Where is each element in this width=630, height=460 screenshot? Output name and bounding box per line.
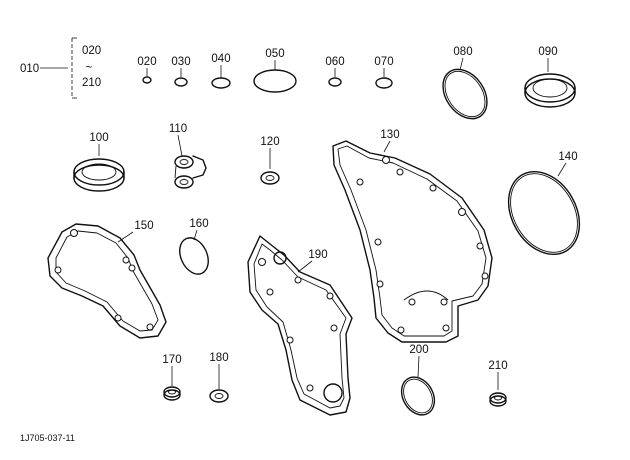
part-050-large-o-ring: 050 [253,48,297,93]
callout-190: 190 [308,249,327,261]
callout-200: 200 [409,344,428,356]
part-090-oil-seal: 090 [524,46,576,108]
callout-210: 210 [488,360,507,372]
callout-060: 060 [325,56,344,68]
callout-050: 050 [265,48,284,60]
part-150-water-pump-gasket: 150 [47,220,167,339]
callout-180: 180 [209,352,228,364]
part-140-large-o-ring: 140 [507,151,581,256]
callout-range-end: 210 [82,77,101,89]
callout-010-kit-range: 010 020 ~ 210 [20,37,101,99]
part-200-o-ring: 200 [400,344,436,416]
callout-070: 070 [374,56,393,68]
part-110-seal-washers: 110 [169,123,207,189]
callout-150: 150 [134,220,153,232]
callout-090: 090 [538,46,557,58]
part-020-small-o-ring: 020 [137,56,157,84]
part-130-gear-case-gasket: 130 [332,129,493,343]
callout-140: 140 [558,151,577,163]
part-180-washer: 180 [209,352,229,403]
callout-040: 040 [211,53,230,65]
part-210-seal-washer: 210 [488,360,508,407]
part-060-o-ring: 060 [325,56,345,87]
callout-160: 160 [189,218,208,230]
callout-030: 030 [171,56,190,68]
part-120-washer: 120 [260,136,280,185]
callout-010: 010 [20,63,39,75]
part-030-o-ring: 030 [171,56,191,87]
part-170-seal-washer: 170 [162,354,182,401]
callout-110: 110 [169,123,187,135]
part-190-cover-gasket: 190 [247,235,353,416]
callout-020: 020 [137,56,156,68]
part-100-oil-seal: 100 [73,132,125,192]
callout-range-tilde: ~ [86,62,93,74]
callout-120: 120 [260,136,279,148]
part-040-o-ring: 040 [211,53,231,89]
part-070-o-ring: 070 [374,56,394,89]
callout-range-start: 020 [82,45,101,57]
part-160-o-ring: 160 [179,218,209,275]
callout-130: 130 [380,129,399,141]
callout-100: 100 [89,132,108,144]
callout-170: 170 [162,354,181,366]
part-080-gasket-ring: 080 [442,46,488,120]
figure-code: 1J705-037-11 [20,433,75,443]
callout-080: 080 [453,46,472,58]
